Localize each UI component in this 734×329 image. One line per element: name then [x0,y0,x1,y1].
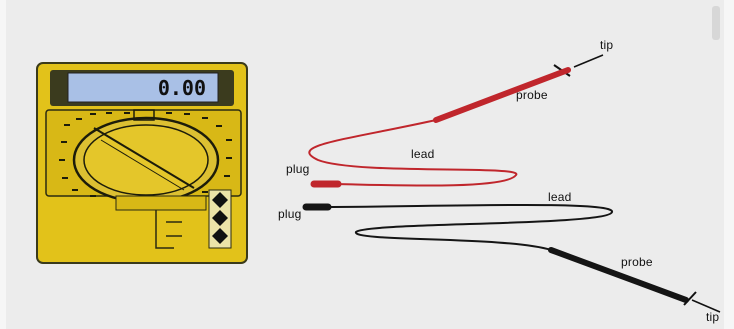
red-tip [573,54,604,68]
lcd-display [67,72,219,103]
label-red-plug: plug [286,162,310,176]
jack-10a[interactable] [212,192,228,208]
black-probe[interactable] [548,247,689,303]
black-test-lead [302,203,721,313]
label-black-probe: probe [621,255,653,269]
dial-base-markings [115,195,207,211]
dial-range-marks [59,112,232,197]
display-reading: 0.00 [158,76,206,100]
label-black-plug: plug [278,207,302,221]
label-black-tip: tip [706,310,720,324]
label-red-tip: tip [600,38,614,52]
red-probe[interactable] [433,67,571,123]
red-test-lead [308,54,604,188]
multimeter: 0.00 [36,62,248,264]
dial-pointer [93,127,195,189]
black-finger-guard [683,291,697,306]
multimeter-diagram: 0.00 [36,54,721,313]
jack-v-ohm-ma[interactable] [212,210,228,226]
label-red-probe: probe [516,88,548,102]
jack-labels-bracket [155,210,182,249]
jack-com[interactable] [212,228,228,244]
black-lead-wire [327,203,614,251]
input-jacks [208,189,232,249]
red-lead-wire [308,119,518,187]
off-marker [133,109,155,121]
label-black-lead: lead [548,190,572,204]
dial-pointer-edge [100,139,185,191]
scrollbar-thumb[interactable] [712,6,720,40]
label-red-lead: lead [411,147,435,161]
black-tip [691,299,721,313]
